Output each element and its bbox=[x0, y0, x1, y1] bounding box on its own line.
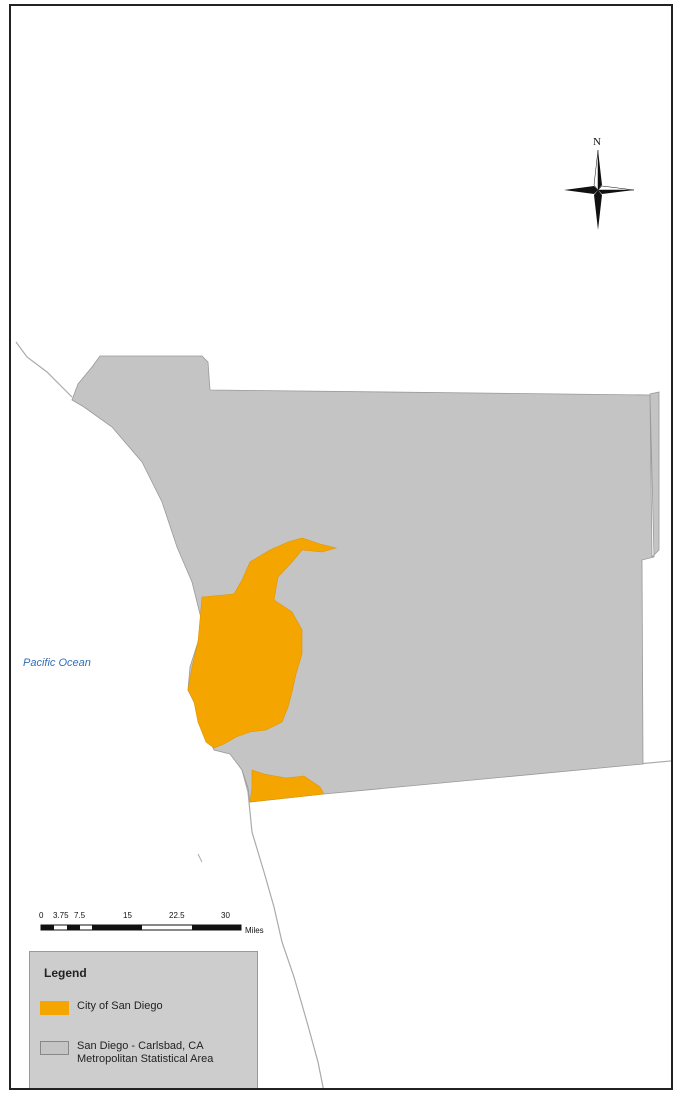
scale-tick: 7.5 bbox=[74, 911, 86, 920]
map-canvas bbox=[15, 149, 671, 1088]
scale-tick: 15 bbox=[123, 911, 132, 920]
city-region bbox=[187, 537, 338, 749]
ocean-label: Pacific Ocean bbox=[23, 657, 91, 669]
scale-unit: Miles bbox=[245, 926, 264, 935]
map-frame: N Pacific Ocean 0 3.75 7.5 15 22.5 30 Mi… bbox=[9, 4, 673, 1090]
scale-tick: 30 bbox=[221, 911, 230, 920]
legend-box: Legend City of San Diego San Diego - Car… bbox=[29, 951, 258, 1088]
scale-tick: 22.5 bbox=[169, 911, 185, 920]
island-mark bbox=[197, 853, 203, 863]
scale-tick: 0 bbox=[39, 911, 44, 920]
north-arrow-icon bbox=[564, 149, 635, 230]
scale-bar: 0 3.75 7.5 15 22.5 30 Miles bbox=[29, 911, 269, 941]
scale-bar-graphic bbox=[40, 924, 242, 931]
city-southern-region bbox=[249, 769, 325, 803]
legend-item-msa: San Diego - Carlsbad, CA Metropolitan St… bbox=[40, 1040, 213, 1066]
north-label: N bbox=[593, 136, 601, 148]
legend-swatch-msa bbox=[40, 1041, 69, 1055]
northern-coastline bbox=[15, 341, 73, 398]
legend-item-city: City of San Diego bbox=[40, 1000, 163, 1015]
legend-label-msa: San Diego - Carlsbad, CA Metropolitan St… bbox=[77, 1040, 214, 1065]
legend-swatch-city bbox=[40, 1001, 69, 1015]
southern-coastline bbox=[239, 761, 324, 1088]
msa-region bbox=[71, 355, 660, 803]
legend-label-city: City of San Diego bbox=[77, 1000, 163, 1012]
scale-tick: 3.75 bbox=[53, 911, 69, 920]
legend-title: Legend bbox=[44, 966, 87, 980]
